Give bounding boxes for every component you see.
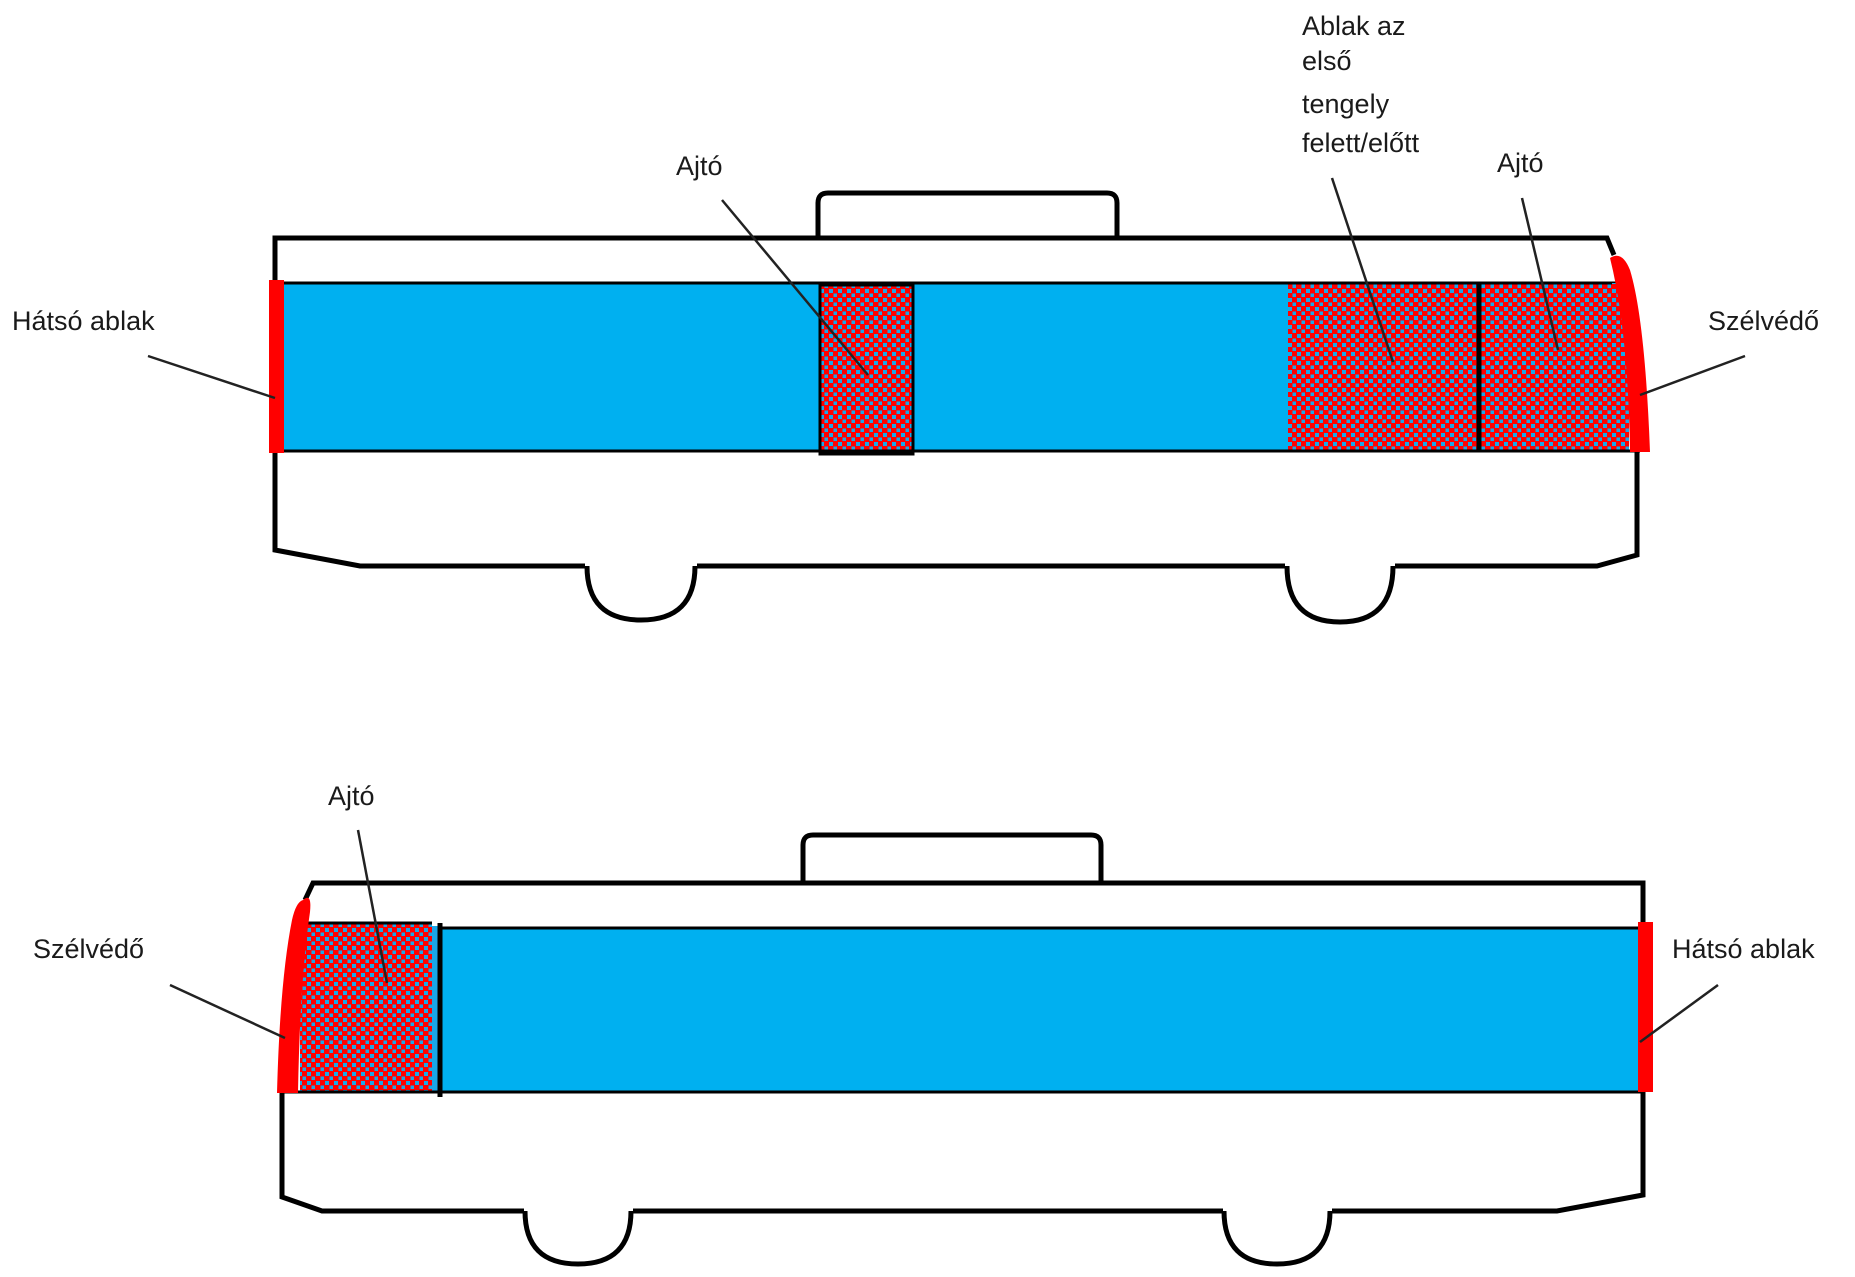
windshield	[1610, 255, 1650, 452]
label-front-axle-window-line3: tengely	[1302, 89, 1390, 119]
roof-box	[800, 832, 1104, 882]
leader-front-door	[1520, 197, 1560, 351]
leader-front-door	[356, 829, 389, 984]
middle-door	[818, 283, 915, 456]
label-rear-window: Hátsó ablak	[1672, 934, 1815, 964]
leader-rear-window	[147, 354, 276, 400]
bottom-bus: Szélvédő Ajtó Hátsó ablak	[33, 781, 1815, 1267]
roof-box	[815, 190, 1120, 238]
rear-wheel-arch	[584, 565, 698, 623]
label-front-door: Ajtó	[1497, 148, 1544, 178]
front-wheel-arch	[522, 1210, 634, 1267]
leader-rear-window	[1639, 983, 1719, 1044]
side-window-band	[438, 926, 1645, 1094]
rear-wheel-arch	[1221, 1210, 1333, 1267]
top-bus: Hátsó ablak Ajtó Ablak az első tengely f…	[12, 11, 1819, 625]
front-door	[300, 923, 432, 1093]
rear-window	[269, 280, 284, 453]
bus-body-outline	[279, 880, 1646, 1214]
label-rear-window: Hátsó ablak	[12, 306, 155, 336]
front-door	[1479, 283, 1629, 451]
door-edge-strip	[432, 926, 440, 1092]
label-middle-door: Ajtó	[676, 151, 723, 181]
leader-front-axle-window	[1330, 177, 1395, 363]
bus-body-outline	[272, 235, 1640, 569]
windshield	[277, 897, 311, 1093]
label-front-axle-window-line2: első	[1302, 46, 1352, 76]
front-axle-window	[1288, 283, 1479, 451]
label-windshield: Szélvédő	[1708, 306, 1819, 336]
leader-middle-door	[721, 199, 869, 376]
label-front-axle-window-line1: Ablak az	[1302, 11, 1406, 41]
front-wheel-arch	[1284, 565, 1396, 625]
leader-windshield	[1639, 354, 1746, 397]
leader-windshield	[169, 983, 286, 1040]
rear-window	[1638, 922, 1653, 1092]
label-front-door: Ajtó	[328, 781, 375, 811]
label-front-axle-window-line4: felett/előtt	[1302, 128, 1420, 158]
label-windshield: Szélvédő	[33, 934, 144, 964]
